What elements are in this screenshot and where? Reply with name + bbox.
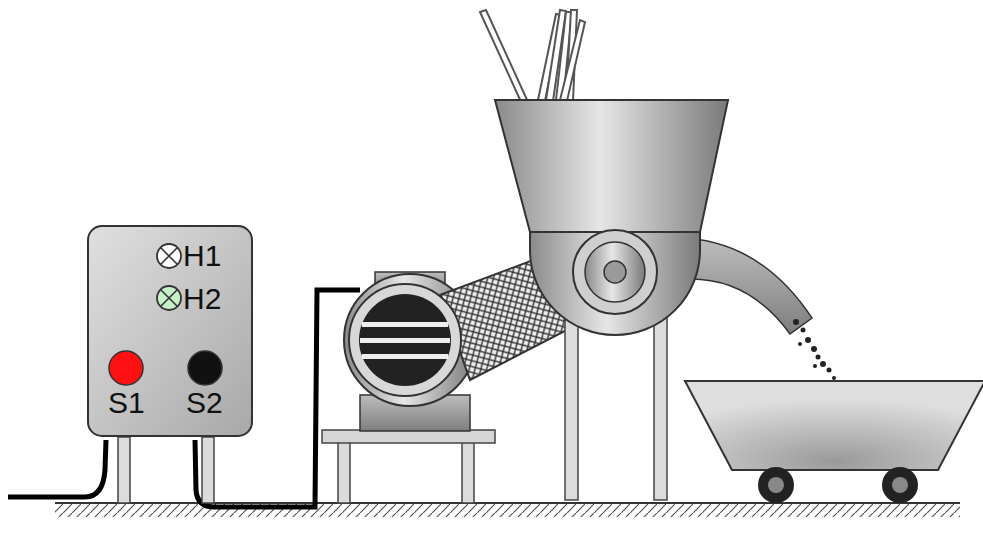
- device-label: S2: [186, 388, 223, 418]
- device-label: H2: [183, 284, 221, 314]
- control-panel: H1H2S1 S2: [87, 225, 253, 437]
- device-label: H1: [183, 241, 221, 271]
- device-label: S1: [108, 388, 145, 418]
